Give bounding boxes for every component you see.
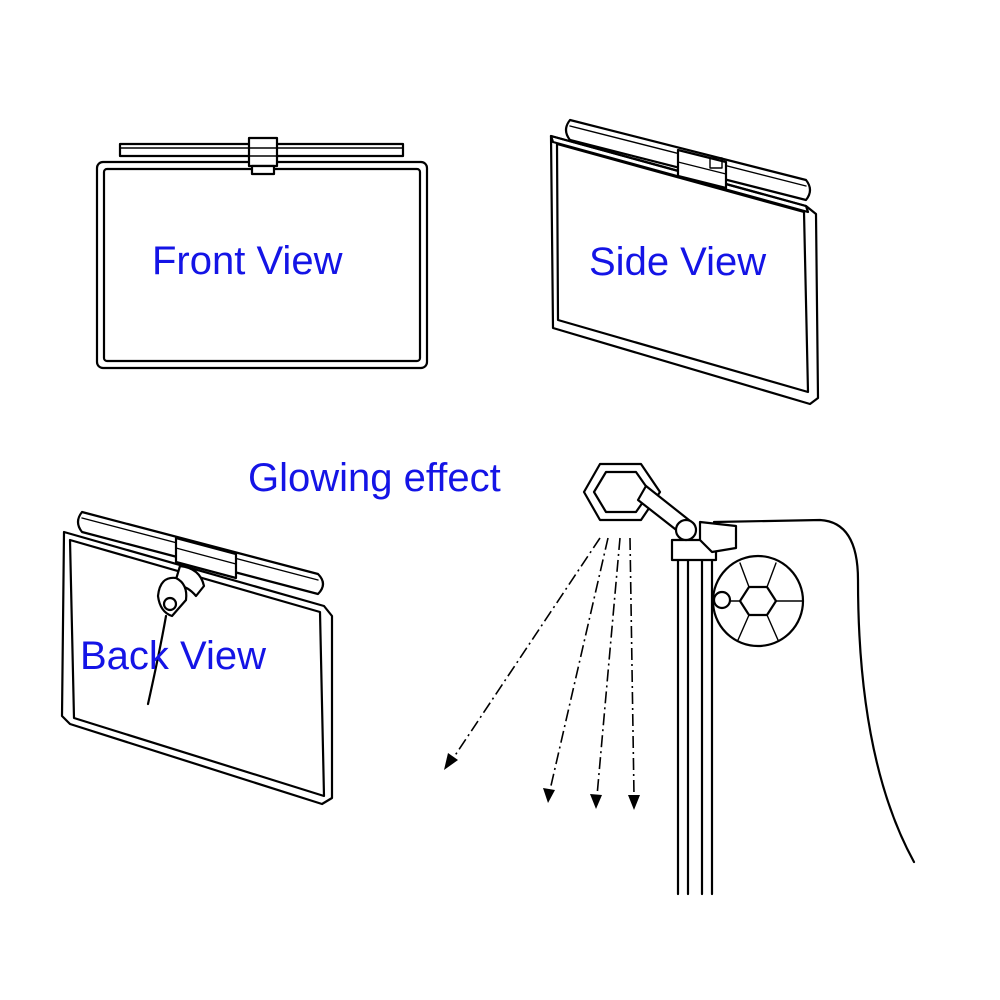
- front-view-label: Front View: [152, 239, 343, 283]
- back-view-drawing: [60, 510, 334, 806]
- side-view-drawing: [549, 118, 820, 406]
- glowing-effect-label: Glowing effect: [248, 456, 501, 500]
- glowing-effect-drawing: [444, 462, 916, 896]
- back-view-label: Back View: [80, 634, 267, 678]
- side-view-label: Side View: [589, 240, 767, 284]
- front-view-drawing: [95, 136, 429, 370]
